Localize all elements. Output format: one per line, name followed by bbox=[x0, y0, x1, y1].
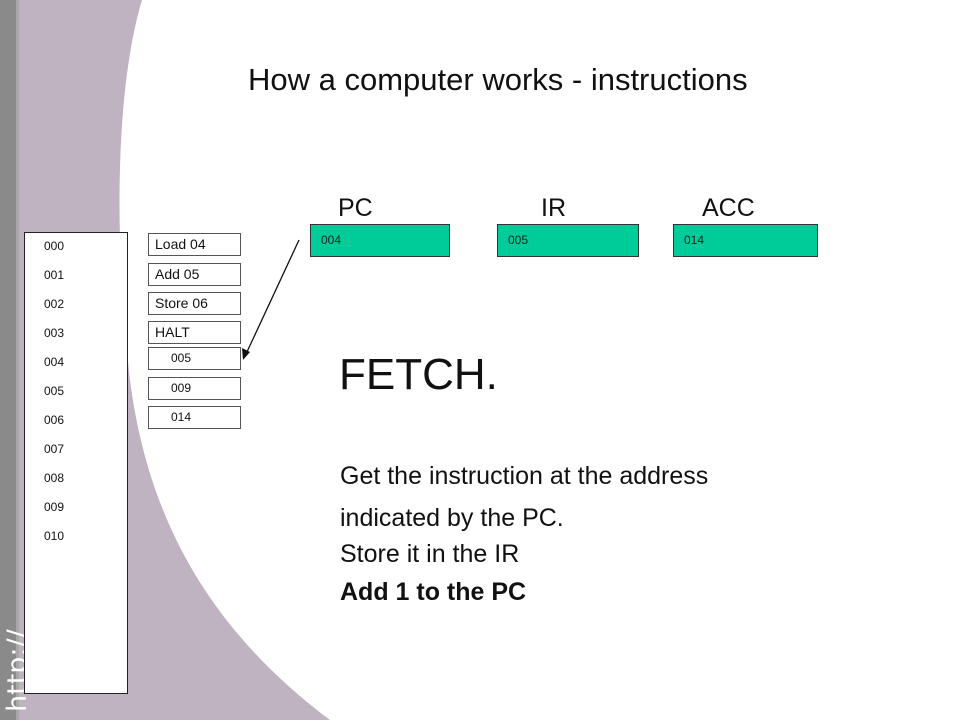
memory-address: 005 bbox=[44, 384, 65, 398]
memory-cell: 009 bbox=[148, 377, 241, 400]
fetch-heading: FETCH. bbox=[339, 350, 498, 399]
memory-address: 008 bbox=[44, 471, 65, 485]
register-label-pc: PC bbox=[338, 194, 373, 222]
register-ir: 005 bbox=[497, 224, 639, 257]
description-line: Add 1 to the PC bbox=[340, 578, 527, 606]
memory-address: 004 bbox=[44, 355, 65, 369]
memory-cell: 014 bbox=[148, 406, 241, 429]
memory-cell: Load 04 bbox=[148, 233, 241, 256]
register-pc: 004 bbox=[310, 224, 450, 257]
memory-cell: HALT bbox=[148, 321, 241, 344]
memory-cell: Store 06 bbox=[148, 292, 241, 315]
memory-address: 006 bbox=[44, 413, 65, 427]
description-line: Store it in the IR bbox=[340, 540, 520, 568]
memory-address: 003 bbox=[44, 326, 65, 340]
description-line: indicated by the PC. bbox=[340, 504, 564, 532]
memory-address: 010 bbox=[44, 529, 65, 543]
slide-title: How a computer works - instructions bbox=[248, 62, 748, 97]
memory-address: 009 bbox=[44, 500, 65, 514]
memory-cell: 005 bbox=[148, 347, 241, 370]
memory-address: 007 bbox=[44, 442, 65, 456]
register-label-ir: IR bbox=[541, 194, 566, 222]
description-line: Get the instruction at the address bbox=[340, 462, 709, 490]
memory-address: 001 bbox=[44, 268, 65, 282]
memory-column bbox=[24, 232, 128, 694]
register-label-acc: ACC bbox=[702, 194, 755, 222]
memory-address: 000 bbox=[44, 239, 65, 253]
memory-address: 002 bbox=[44, 297, 65, 311]
register-acc: 014 bbox=[673, 224, 818, 257]
memory-cell: Add 05 bbox=[148, 263, 241, 286]
